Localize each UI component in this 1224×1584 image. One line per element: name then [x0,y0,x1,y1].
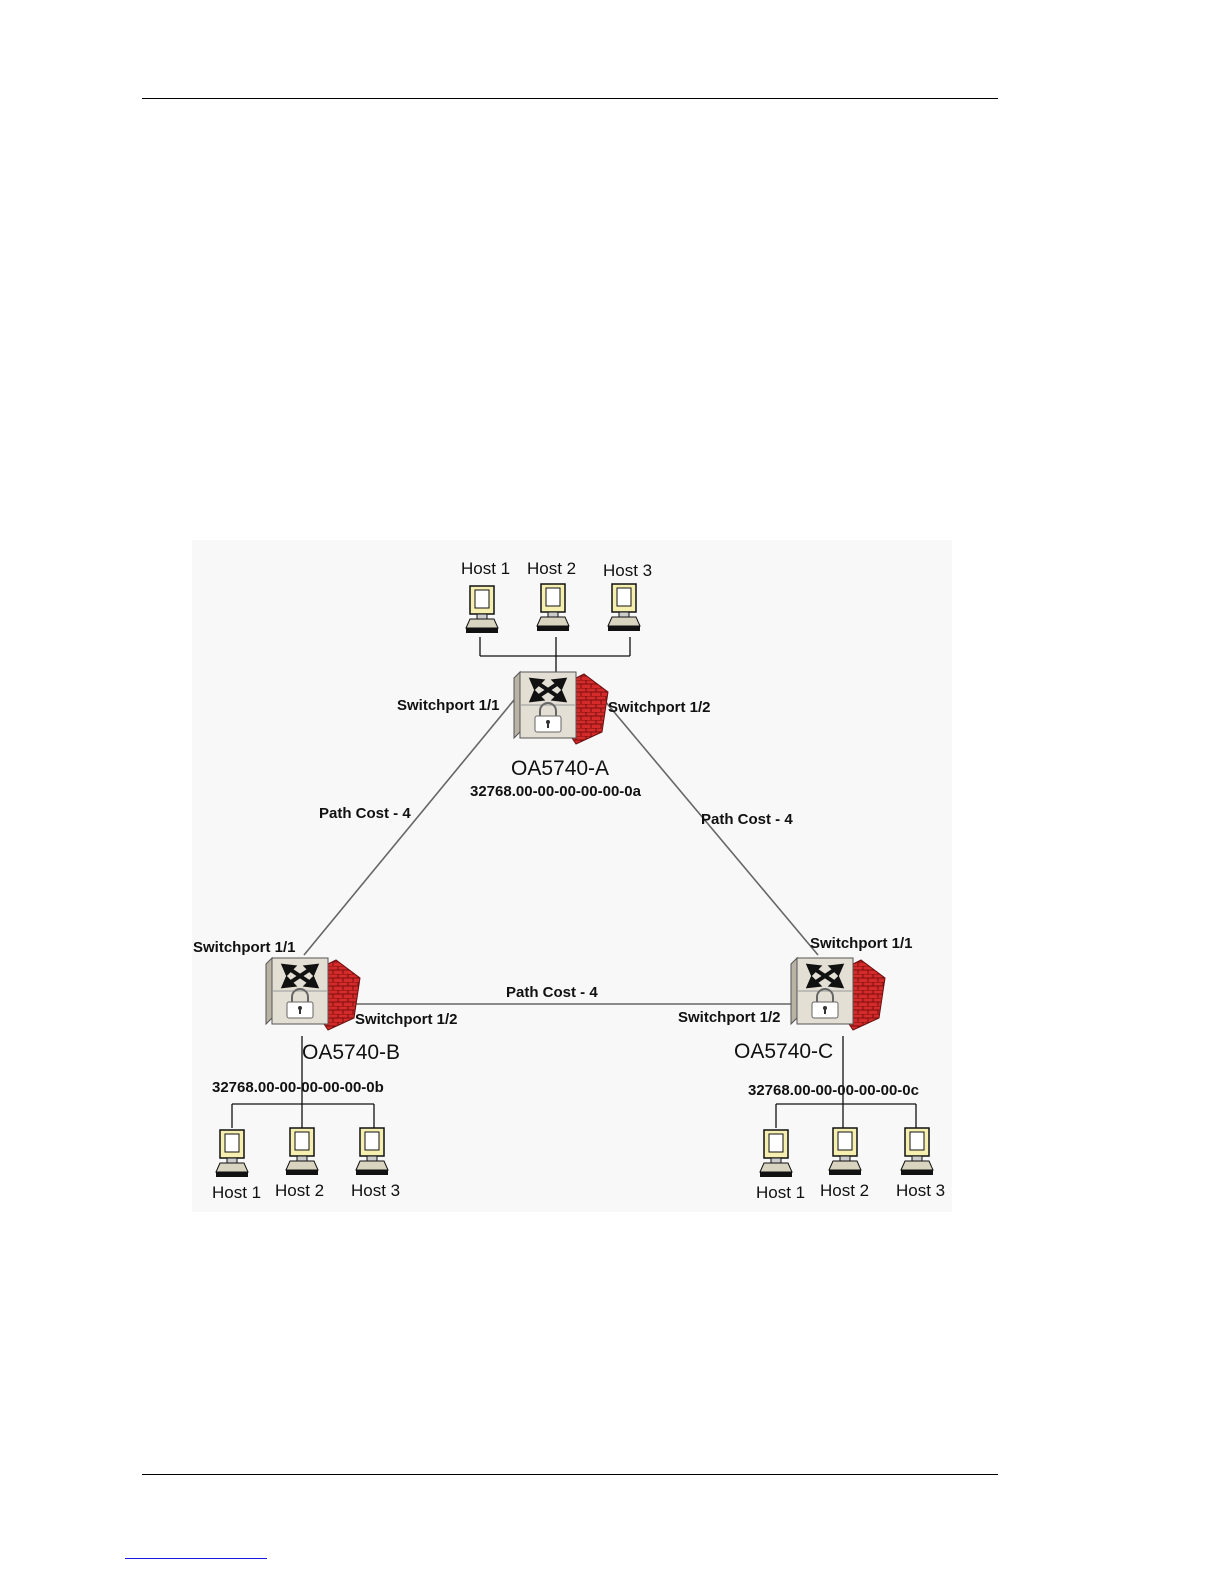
switch-b-port-1-label: Switchport 1/1 [193,939,296,956]
host-c-2[interactable] [829,1128,861,1175]
switch-a[interactable] [514,672,608,744]
stp-topology-diagram: Host 1 Host 2 Host 3 Host 1 Host 2 Host … [192,540,952,1212]
firewall-switch-icon [514,672,608,744]
desktop-computer-icon [901,1128,933,1175]
desktop-computer-icon [537,584,569,631]
host-c-2-label: Host 2 [820,1181,869,1200]
host-b-3[interactable] [356,1128,388,1175]
host-a-3-label: Host 3 [603,561,652,580]
host-c-3[interactable] [901,1128,933,1175]
desktop-computer-icon [760,1130,792,1177]
switch-b-bridge-id: 32768.00-00-00-00-00-0b [212,1079,384,1096]
switch-c-port-2-label: Switchport 1/2 [678,1009,781,1026]
host-c-3-label: Host 3 [896,1181,945,1200]
header-rule [142,98,998,99]
link-b-c-cost-label: Path Cost - 4 [506,984,598,1001]
switch-b[interactable] [266,958,360,1030]
switch-a-port-2-label: Switchport 1/2 [608,699,711,716]
host-c-1-label: Host 1 [756,1183,805,1202]
desktop-computer-icon [216,1130,248,1177]
host-c-1[interactable] [760,1130,792,1177]
switch-a-port-1-label: Switchport 1/1 [397,697,500,714]
switch-b-port-2-label: Switchport 1/2 [355,1011,458,1028]
host-b-2[interactable] [286,1128,318,1175]
firewall-switch-icon [791,958,885,1030]
desktop-computer-icon [286,1128,318,1175]
host-b-1[interactable] [216,1130,248,1177]
switch-a-name: OA5740-A [511,757,609,780]
footer-rule [142,1474,998,1475]
desktop-computer-icon [608,584,640,631]
desktop-computer-icon [356,1128,388,1175]
host-a-2-label: Host 2 [527,559,576,578]
diagram-background [192,540,952,1212]
host-b-1-label: Host 1 [212,1183,261,1202]
host-b-3-label: Host 3 [351,1181,400,1200]
firewall-switch-icon [266,958,360,1030]
host-a-1-label: Host 1 [461,559,510,578]
host-b-2-label: Host 2 [275,1181,324,1200]
footer-link-underline[interactable] [125,1558,267,1559]
link-a-c-cost-label: Path Cost - 4 [701,811,793,828]
desktop-computer-icon [829,1128,861,1175]
host-a-3[interactable] [608,584,640,631]
link-a-b-cost-label: Path Cost - 4 [319,805,411,822]
switch-b-name: OA5740-B [302,1041,400,1064]
host-a-1[interactable] [466,586,498,633]
switch-c-name: OA5740-C [734,1040,833,1063]
desktop-computer-icon [466,586,498,633]
switch-c[interactable] [791,958,885,1030]
host-a-2[interactable] [537,584,569,631]
switch-c-port-1-label: Switchport 1/1 [810,935,913,952]
switch-a-bridge-id: 32768.00-00-00-00-00-0a [470,783,642,800]
switch-c-bridge-id: 32768.00-00-00-00-00-0c [748,1082,919,1099]
